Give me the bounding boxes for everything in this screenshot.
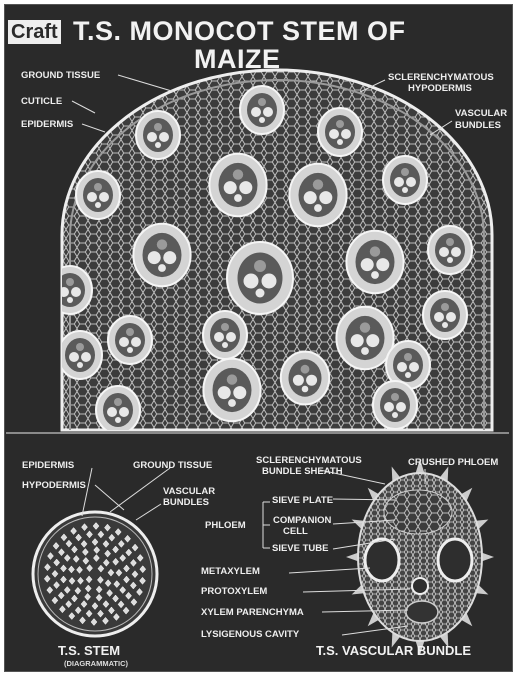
diagrammatic-stem (33, 512, 157, 636)
bundle-label-bundle-sheath: BUNDLE SHEATH (262, 466, 343, 477)
brand-logo: Craft (8, 20, 61, 44)
vascular-bundle-icon (383, 156, 427, 204)
maize-stem-section (48, 70, 492, 434)
vascular-bundle-icon (58, 331, 102, 379)
vascular-bundle-detail (346, 459, 494, 655)
bundle-label-cell: CELL (283, 526, 308, 537)
vascular-bundle-icon (336, 307, 393, 369)
vascular-bundle-icon (423, 291, 467, 339)
metaxylem-vessel-right (438, 539, 472, 581)
vascular-bundle-icon (227, 242, 293, 314)
bundle-label-phloem: PHLOEM (205, 520, 246, 531)
vascular-bundle-icon (289, 164, 346, 226)
label-ground-tissue: GROUND TISSUE (21, 70, 100, 81)
vascular-bundle-icon (240, 86, 284, 134)
vascular-bundle-icon (203, 311, 247, 359)
vascular-bundle-icon (48, 266, 92, 314)
bundle-label-lysigenous-cavity: LYSIGENOUS CAVITY (201, 629, 299, 640)
vascular-bundle-icon (346, 231, 403, 293)
stem-label-epidermis: EPIDERMIS (22, 460, 74, 471)
stem-label-vascular: VASCULAR (163, 486, 215, 497)
vascular-bundle-icon (76, 171, 120, 219)
stem-label-bundles: BUNDLES (163, 497, 209, 508)
title-line-1: T.S. MONOCOT STEM OF (73, 16, 406, 47)
vascular-bundle-icon (209, 154, 266, 216)
label-sclerenchymatous: SCLERENCHYMATOUS (388, 72, 494, 83)
stem-caption: T.S. STEM (58, 643, 120, 658)
vascular-bundle-icon (318, 108, 362, 156)
title-line-2: MAIZE (194, 44, 281, 75)
bundle-caption: T.S. VASCULAR BUNDLE (316, 643, 471, 658)
vascular-bundle-icon (281, 352, 329, 405)
bundle-label-crushed-phloem: CRUSHED PHLOEM (408, 457, 498, 468)
vascular-bundle-icon (96, 386, 140, 434)
stem-label-ground-tissue: GROUND TISSUE (133, 460, 212, 471)
stem-label-hypodermis: HYPODERMIS (22, 480, 86, 491)
label-hypodermis: HYPODERMIS (408, 83, 472, 94)
stem-subcaption: (DIAGRAMMATIC) (64, 659, 128, 668)
bundle-label-sieve-tube: SIEVE TUBE (272, 543, 329, 554)
bundle-label-companion: COMPANION (273, 515, 331, 526)
vascular-bundle-icon (108, 316, 152, 364)
vascular-bundle-icon (428, 226, 472, 274)
lysigenous-cavity (406, 601, 438, 623)
section-divider (6, 432, 509, 434)
vascular-bundle-icon (203, 359, 260, 421)
metaxylem-vessel-left (365, 539, 399, 581)
label-bundles: BUNDLES (455, 120, 501, 131)
bundle-label-sclerenchymatous: SCLERENCHYMATOUS (256, 455, 362, 466)
protoxylem-vessel (412, 578, 428, 594)
vascular-bundle-icon (373, 381, 417, 429)
vascular-bundle-icon (136, 111, 180, 159)
bundle-label-xylem-parenchyma: XYLEM PARENCHYMA (201, 607, 304, 618)
bundle-label-protoxylem: PROTOXYLEM (201, 586, 267, 597)
vascular-bundle-icon (133, 224, 190, 286)
bundle-label-sieve-plate: SIEVE PLATE (272, 495, 333, 506)
bundle-label-metaxylem: METAXYLEM (201, 566, 260, 577)
label-vascular: VASCULAR (455, 108, 507, 119)
label-cuticle: CUTICLE (21, 96, 62, 107)
label-epidermis: EPIDERMIS (21, 119, 73, 130)
phloem-region (384, 490, 452, 534)
